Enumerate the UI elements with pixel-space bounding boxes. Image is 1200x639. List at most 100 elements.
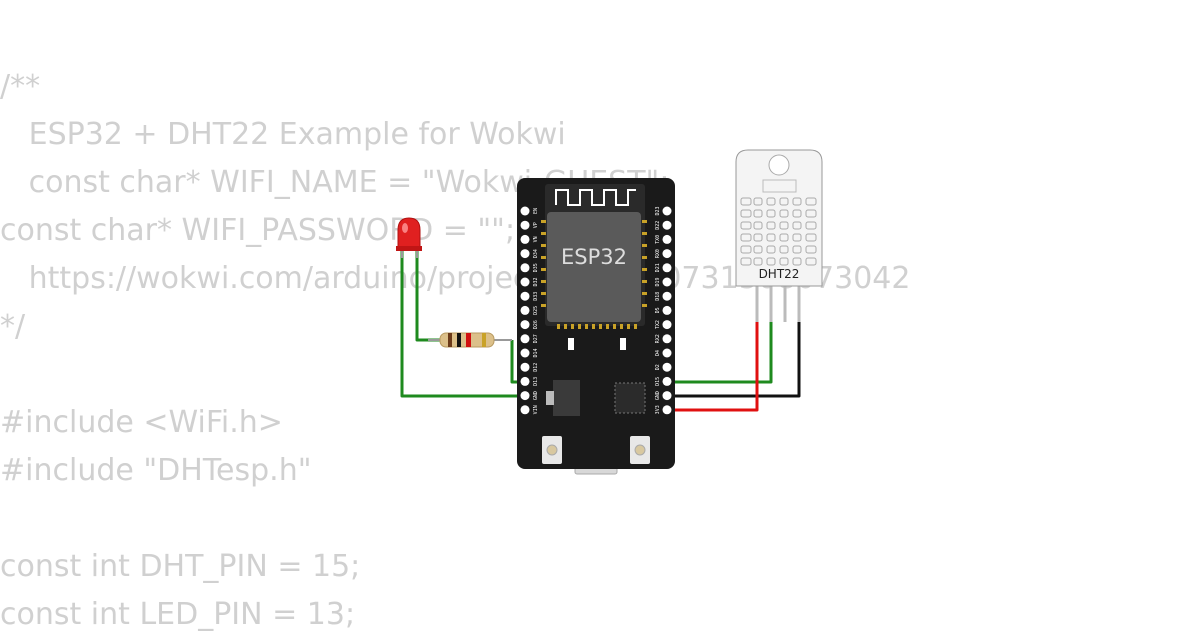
pin-d19[interactable]: D19	[655, 277, 672, 287]
pin-rx0[interactable]: RX0	[655, 249, 672, 258]
boot-button-icon[interactable]	[542, 436, 562, 464]
pin-hole[interactable]	[520, 249, 530, 259]
pin-label: D4	[655, 350, 661, 356]
pin-hole[interactable]	[662, 376, 672, 386]
pin-d26[interactable]: D26	[520, 320, 540, 330]
pin-d27[interactable]: D27	[520, 334, 540, 344]
pin-hole[interactable]	[662, 206, 672, 216]
pin-d33[interactable]: D33	[520, 291, 540, 301]
vent-slot	[740, 257, 752, 266]
wire-led-resistor[interactable]	[415, 250, 440, 342]
wire-d15-dht-sda[interactable]	[668, 320, 773, 384]
vent-slot	[766, 245, 776, 254]
pin-en[interactable]: EN	[520, 206, 540, 216]
vent-slot	[766, 221, 776, 230]
pin-label: D14	[533, 348, 539, 357]
dht22-sensor[interactable]: DHT22	[735, 149, 823, 322]
pin-hole[interactable]	[662, 305, 672, 315]
vent-slot	[779, 221, 789, 230]
pin-hole[interactable]	[662, 334, 672, 344]
pin-hole[interactable]	[520, 305, 530, 315]
wire-led-gnd[interactable]	[400, 250, 523, 398]
vent-slot	[792, 197, 802, 206]
vent-slot	[805, 233, 817, 242]
pin-hole[interactable]	[662, 362, 672, 372]
pin-hole[interactable]	[662, 320, 672, 330]
pin-hole[interactable]	[662, 348, 672, 358]
pin-hole[interactable]	[662, 220, 672, 230]
pin-d34[interactable]: D34	[520, 249, 540, 259]
pin-hole[interactable]	[662, 391, 672, 401]
pin-hole[interactable]	[520, 376, 530, 386]
vent-slot	[753, 233, 763, 242]
pin-d35[interactable]: D35	[520, 263, 540, 273]
pin-tx0[interactable]: TX0	[655, 235, 672, 244]
pin-d18[interactable]: D18	[655, 292, 672, 301]
pin-label: D15	[655, 377, 661, 386]
vent-slot	[753, 209, 763, 218]
pin-hole[interactable]	[520, 348, 530, 358]
pin-d32[interactable]: D32	[520, 277, 540, 287]
resistor[interactable]	[428, 332, 512, 348]
code-line: */	[0, 309, 26, 344]
pin-gnd[interactable]: GND	[520, 391, 540, 401]
pin-d13[interactable]: D13	[520, 376, 540, 386]
pin-label: D26	[533, 320, 539, 329]
pin-hole[interactable]	[662, 405, 672, 415]
pin-hole[interactable]	[520, 362, 530, 372]
pin-d21[interactable]: D21	[655, 263, 672, 272]
pin-label: GND	[655, 391, 661, 400]
resistor-band	[448, 333, 452, 347]
vent-slot	[753, 245, 763, 254]
esp32-board[interactable]: ESP32	[517, 178, 675, 475]
pin-hole[interactable]	[520, 291, 530, 301]
pin-d14[interactable]: D14	[520, 348, 540, 358]
pin-d23[interactable]: D23	[655, 206, 672, 216]
pin-vin[interactable]: VIN	[520, 405, 540, 415]
pin-tx2[interactable]: TX2	[655, 320, 672, 329]
pin-label: D22	[655, 221, 661, 230]
led[interactable]	[396, 217, 422, 258]
voltage-regulator	[553, 380, 580, 416]
wire-3v3-dht-vcc[interactable]	[668, 320, 759, 412]
pin-hole[interactable]	[662, 263, 672, 273]
reset-button-icon[interactable]	[630, 436, 650, 464]
pin-hole[interactable]	[520, 220, 530, 230]
pin-d4[interactable]: D4	[655, 348, 672, 358]
pin-gnd[interactable]: GND	[655, 391, 672, 400]
pin-hole[interactable]	[662, 291, 672, 301]
pin-hole[interactable]	[520, 405, 530, 415]
pin-hole[interactable]	[520, 277, 530, 287]
pin-hole[interactable]	[662, 249, 672, 259]
pin-hole[interactable]	[662, 234, 672, 244]
pin-label: VP	[533, 222, 539, 228]
code-line: const int DHT_PIN = 15;	[0, 549, 361, 584]
pin-hole[interactable]	[520, 206, 530, 216]
pin-d2[interactable]: D2	[655, 362, 672, 372]
pin-d15[interactable]: D15	[655, 377, 672, 386]
pin-3v3[interactable]: 3V3	[655, 405, 672, 414]
pin-hole[interactable]	[520, 391, 530, 401]
dht22-pins	[755, 286, 801, 322]
pin-d25[interactable]: D25	[520, 305, 540, 315]
pin-d5[interactable]: D5	[655, 305, 672, 315]
pin-vn[interactable]: VN	[520, 234, 540, 244]
pin-label: D5	[655, 307, 661, 313]
vent-slot	[779, 257, 789, 266]
pin-hole[interactable]	[662, 277, 672, 287]
resistor-band	[457, 333, 461, 347]
pin-label: TX0	[655, 235, 661, 244]
pin-hole[interactable]	[520, 234, 530, 244]
resistor-band	[482, 333, 486, 347]
pin-hole[interactable]	[520, 320, 530, 330]
pin-rx2[interactable]: RX2	[655, 334, 672, 343]
pin-hole[interactable]	[520, 334, 530, 344]
wire-gnd-dht-gnd[interactable]	[668, 320, 801, 398]
code-line: #include <WiFi.h>	[0, 405, 283, 440]
pin-label: RX2	[655, 334, 661, 343]
pin-d22[interactable]: D22	[655, 221, 672, 230]
pin-vp[interactable]: VP	[520, 220, 540, 230]
pin-hole[interactable]	[520, 263, 530, 273]
pin-d12[interactable]: D12	[520, 362, 540, 372]
